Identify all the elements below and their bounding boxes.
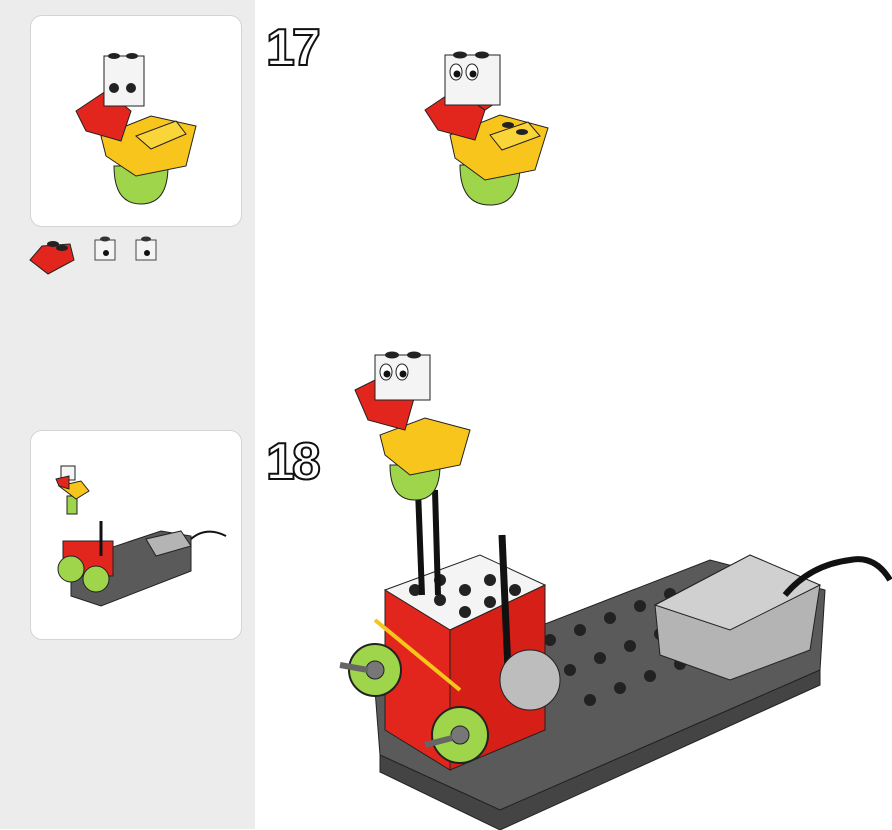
step-17-bird-assembly-image — [424, 51, 549, 206]
part-white-eye-brick-icon — [135, 236, 157, 261]
step-number-18: 18 — [265, 432, 322, 492]
step-18-model-assembly-image — [339, 351, 892, 830]
bird-submodel-image — [75, 53, 197, 205]
step-18-submodel-box — [30, 430, 242, 640]
part-red-slope-icon — [29, 241, 75, 275]
full-model-thumbnail-image — [55, 465, 227, 607]
step-17-submodel-box — [30, 15, 242, 227]
step-number-17: 17 — [265, 18, 322, 78]
part-white-eye-brick-icon — [94, 236, 116, 261]
